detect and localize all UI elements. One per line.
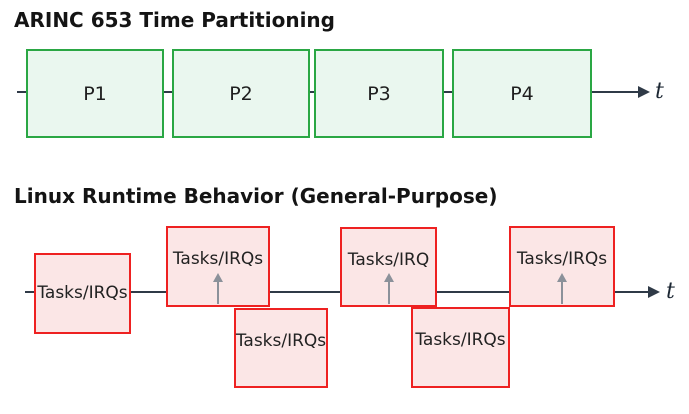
partition-label: P2: [229, 82, 253, 105]
task-block-6: Tasks/IRQs: [509, 226, 615, 307]
arinc-time-axis-label: t: [655, 79, 664, 104]
task-block-2: Tasks/IRQs: [166, 226, 270, 307]
linux-time-axis-label: t: [666, 279, 675, 304]
block-label: Tasks/IRQs: [516, 249, 608, 269]
block-label: Tasks/IRQs: [37, 283, 128, 303]
irq-arrow-head: [557, 273, 567, 282]
linux-title: Linux Runtime Behavior (General-Purpose): [14, 184, 498, 208]
partition-box-p1: P1: [26, 49, 164, 138]
irq-arrow-head: [383, 273, 394, 282]
partition-label: P3: [367, 82, 391, 105]
block-label: Tasks/IRQ: [347, 250, 430, 270]
task-block-1: Tasks/IRQs: [34, 253, 131, 334]
partition-box-p2: P2: [172, 49, 310, 138]
irq-up-arrow-icon: [213, 273, 223, 304]
block-label: Tasks/IRQs: [235, 331, 327, 351]
irq-arrow-shaft: [387, 282, 390, 304]
irq-arrow-head: [213, 273, 223, 282]
partition-label: P1: [83, 82, 107, 105]
task-block-4: Tasks/IRQ: [340, 227, 437, 307]
block-label: Tasks/IRQs: [415, 330, 506, 350]
linux-timeline-arrowhead-icon: [648, 286, 660, 298]
partition-box-p3: P3: [314, 49, 444, 138]
block-label: Tasks/IRQs: [172, 249, 264, 269]
arinc-timeline-arrowhead-icon: [638, 86, 650, 98]
linux-timeline: [25, 291, 648, 293]
partition-label: P4: [510, 82, 534, 105]
arinc-title: ARINC 653 Time Partitioning: [14, 8, 335, 32]
irq-up-arrow-icon: [557, 273, 567, 304]
irq-arrow-shaft: [561, 282, 563, 304]
task-block-5: Tasks/IRQs: [411, 307, 510, 388]
irq-up-arrow-icon: [383, 273, 394, 304]
task-block-3: Tasks/IRQs: [234, 308, 328, 388]
irq-arrow-shaft: [217, 282, 219, 304]
partition-box-p4: P4: [452, 49, 592, 138]
